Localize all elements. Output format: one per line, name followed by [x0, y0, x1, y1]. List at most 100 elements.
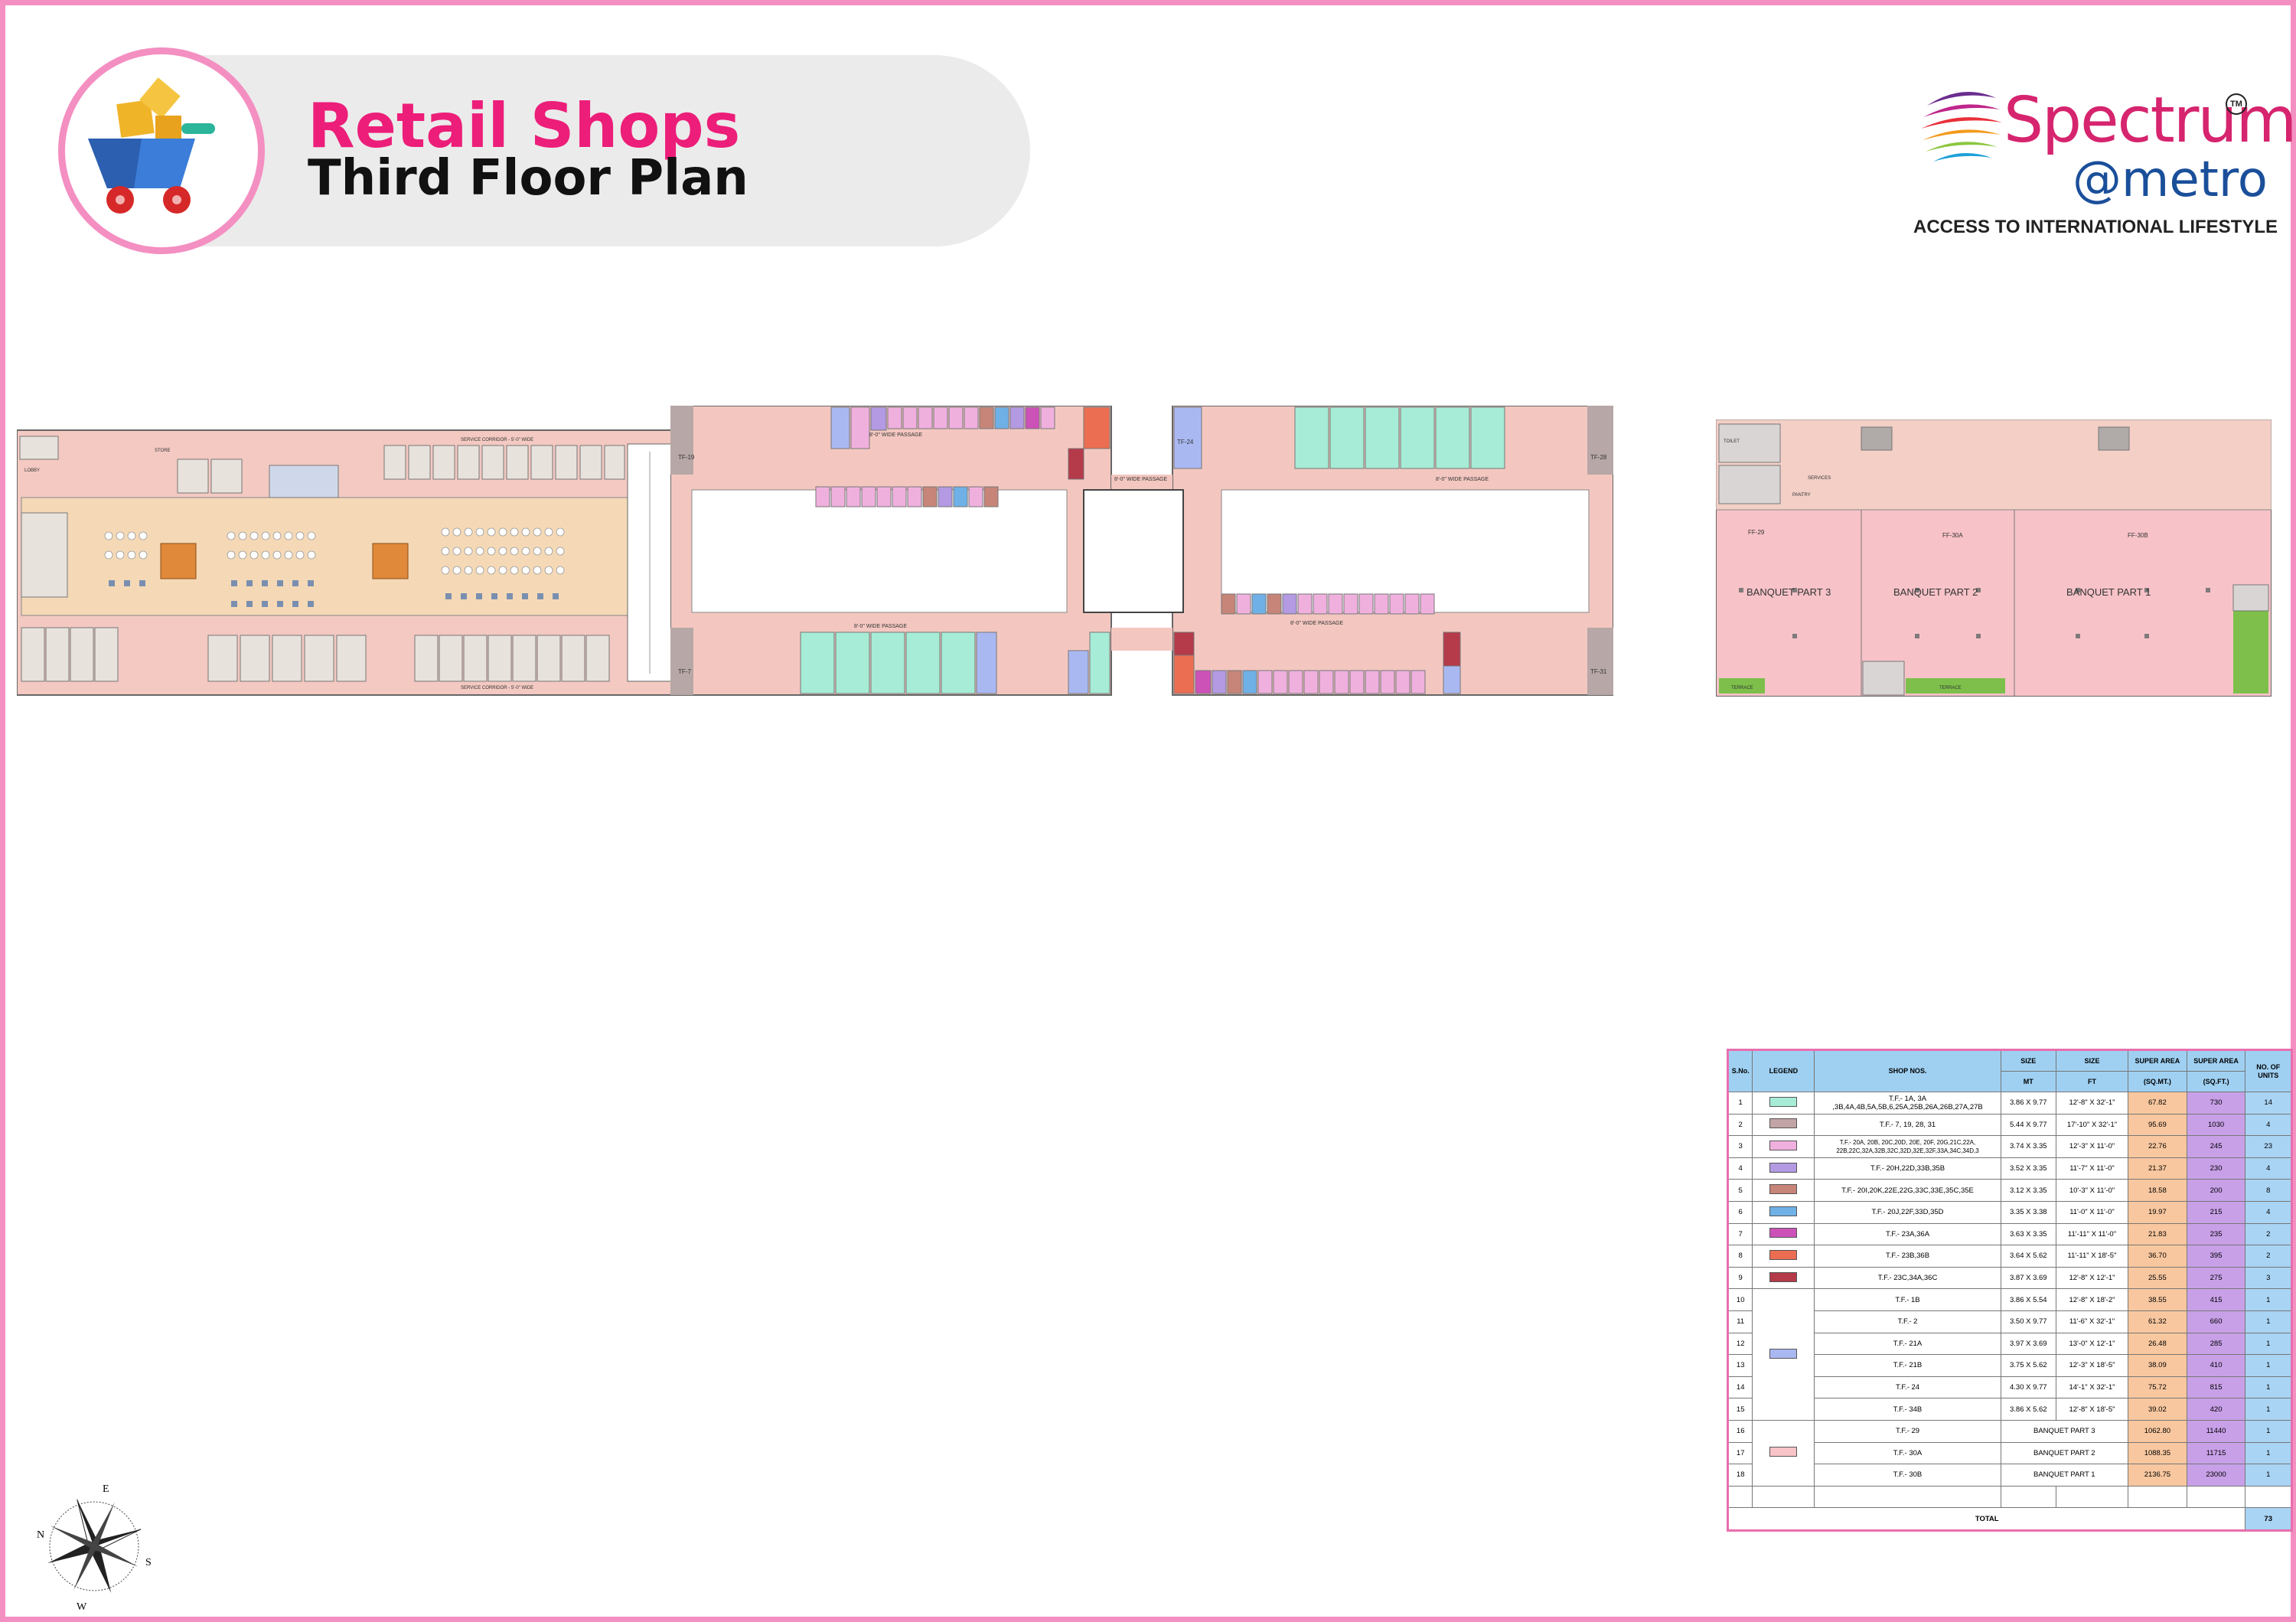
cell-shops: T.F.- 23B,36B — [1814, 1245, 2001, 1268]
cell-shops: T.F.- 21B — [1814, 1354, 2001, 1377]
cell-sqft: 11715 — [2186, 1441, 2246, 1465]
col-shops: SHOP NOS. — [1814, 1049, 2001, 1092]
cell-sno: 10 — [1727, 1288, 1753, 1311]
cell-shops: T.F.- 30A — [1814, 1441, 2001, 1465]
shopping-cart-icon — [88, 77, 215, 214]
cell-sno: 7 — [1727, 1222, 1753, 1246]
cell-sqft: 235 — [2186, 1222, 2246, 1246]
cell-sqmt: 67.82 — [2128, 1092, 2187, 1115]
compass-w: W — [77, 1601, 87, 1611]
cell-sqft: 230 — [2186, 1157, 2246, 1180]
cell-sqmt: 61.32 — [2128, 1310, 2187, 1333]
legend-swatch — [1769, 1447, 1798, 1457]
cell-legend — [1752, 1200, 1815, 1224]
floor-plan-banquet: BANQUET PART 3 BANQUET PART 2 BANQUET PA… — [1716, 419, 2272, 697]
passage-label-bottom-right: 8'-0" WIDE PASSAGE — [1290, 621, 1343, 626]
compass-e: E — [103, 1483, 109, 1495]
cell-shops: T.F.- 7, 19, 28, 31 — [1814, 1113, 2001, 1137]
page-subtitle: Third Floor Plan — [308, 150, 748, 207]
service-corridor-label: SERVICE CORRIDOR - 5'-0" WIDE — [461, 438, 533, 442]
cell-legend — [1752, 1245, 1815, 1268]
cell-size-ft: 17'-10" X 32'-1" — [2055, 1113, 2129, 1137]
cell-sno: 11 — [1727, 1310, 1753, 1333]
cell-units: 3 — [2245, 1266, 2292, 1290]
table-row: 8 T.F.- 23B,36B 3.64 X 5.62 11'-11" X 18… — [1727, 1245, 2292, 1268]
cell-size-ft: 12'-8" X 32'-1" — [2055, 1092, 2129, 1115]
passage-label-top-left: 8'-0" WIDE PASSAGE — [869, 432, 922, 438]
cell-shops: T.F.- 23C,34A,36C — [1814, 1266, 2001, 1290]
cell-sqft: 285 — [2186, 1332, 2246, 1356]
cell-sqmt: 95.69 — [2128, 1113, 2187, 1137]
cell-banquet: BANQUET PART 3 — [2000, 1419, 2129, 1443]
cell-units: 4 — [2245, 1200, 2292, 1224]
cell-sqft: 660 — [2186, 1310, 2246, 1333]
cart-logo — [58, 47, 265, 254]
lobby-label: LOBBY — [24, 468, 40, 473]
cell-sqft: 815 — [2186, 1376, 2246, 1399]
col-size-ft-unit: FT — [2055, 1071, 2129, 1092]
table-row: 5 T.F.- 20I,20K,22E,22G,33C,33E,35C,35E … — [1727, 1179, 2292, 1202]
cell-shops: T.F.- 1A, 3A ,3B,4A,4B,5A,5B,6,25A,25B,2… — [1814, 1092, 2001, 1115]
cell-sqft: 420 — [2186, 1398, 2246, 1421]
legend-swatch — [1769, 1271, 1798, 1282]
total-label: TOTAL — [1727, 1507, 2246, 1531]
cell-sqft: 275 — [2186, 1266, 2246, 1290]
cell-size-mt: 3.87 X 3.69 — [2000, 1266, 2056, 1290]
col-size-mt-unit: MT — [2000, 1071, 2056, 1092]
cell-units: 1 — [2245, 1441, 2292, 1465]
legend-swatch — [1769, 1162, 1798, 1173]
cell-legend — [1752, 1135, 1815, 1158]
cell-sqmt: 38.09 — [2128, 1354, 2187, 1377]
table-row: 9 T.F.- 23C,34A,36C 3.87 X 3.69 12'-8" X… — [1727, 1266, 2292, 1290]
table-row: 14 T.F.- 24 4.30 X 9.77 14'-1" X 32'-1" … — [1727, 1376, 2292, 1399]
cell-size-mt: 3.64 X 5.62 — [2000, 1245, 2056, 1268]
table-row: 4 T.F.- 20H,22D,33B,35B 3.52 X 3.35 11'-… — [1727, 1157, 2292, 1180]
col-size-ft: SIZE — [2055, 1049, 2129, 1072]
cell-sno: 1 — [1727, 1092, 1753, 1115]
cell-units: 2 — [2245, 1245, 2292, 1268]
total-units: 73 — [2245, 1507, 2292, 1531]
floor-plan-left-wing: SERVICE CORRIDOR - 5'-0" WIDE SERVICE CO… — [17, 429, 675, 696]
cell-size-ft: 10'-3" X 11'-0" — [2055, 1179, 2129, 1202]
ff29-label: FF-29 — [1748, 529, 1765, 536]
cell-shops: T.F.- 21A — [1814, 1332, 2001, 1356]
cell-sqmt: 39.02 — [2128, 1398, 2187, 1421]
tf24-label: TF-24 — [1177, 439, 1194, 445]
cell-sqmt: 75.72 — [2128, 1376, 2187, 1399]
cell-sno: 17 — [1727, 1441, 1753, 1465]
cell-size-mt: 3.12 X 3.35 — [2000, 1179, 2056, 1202]
cell-size-ft: 11'-11" X 18'-5" — [2055, 1245, 2129, 1268]
cell-shops: T.F.- 30B — [1814, 1464, 2001, 1487]
cell-size-mt: 3.50 X 9.77 — [2000, 1310, 2056, 1333]
terrace-label-2: TERRACE — [1939, 686, 1962, 690]
table-row: 18 T.F.- 30B BANQUET PART 1 2136.75 2300… — [1727, 1464, 2292, 1487]
legend-swatch — [1769, 1206, 1798, 1216]
cell-sno: 5 — [1727, 1179, 1753, 1202]
cell-sqft: 200 — [2186, 1179, 2246, 1202]
area-legend-table-wrap: S.No. LEGEND SHOP NOS. SIZE SIZE SUPER A… — [1727, 1049, 2293, 1532]
cell-shops: T.F.- 24 — [1814, 1376, 2001, 1399]
page-title: Retail Shops — [308, 90, 741, 162]
trademark-badge: TM — [2226, 93, 2247, 115]
floor-plan-center: 8'-0" WIDE PASSAGE 8'-0" WIDE PASSAGE 8'… — [670, 406, 1613, 696]
brand-swirl-icon — [1921, 92, 2002, 162]
legend-swatch — [1769, 1140, 1798, 1150]
cell-size-mt: 5.44 X 9.77 — [2000, 1113, 2056, 1137]
cell-units: 1 — [2245, 1354, 2292, 1377]
cell-sno: 14 — [1727, 1376, 1753, 1399]
table-row: 16 T.F.- 29 BANQUET PART 3 1062.80 11440… — [1727, 1419, 2292, 1487]
cell-sqmt: 38.55 — [2128, 1288, 2187, 1311]
cell-sno: 4 — [1727, 1157, 1753, 1180]
cell-size-mt: 4.30 X 9.77 — [2000, 1376, 2056, 1399]
legend-swatch — [1769, 1249, 1798, 1260]
table-row: 12 T.F.- 21A 3.97 X 3.69 13'-0" X 12'-1"… — [1727, 1332, 2292, 1356]
terrace-label: TERRACE — [1731, 686, 1753, 690]
cell-sqft: 215 — [2186, 1200, 2246, 1224]
cell-sno: 3 — [1727, 1135, 1753, 1158]
col-super-sqmt: SUPER AREA — [2128, 1049, 2187, 1072]
cell-size-mt: 3.63 X 3.35 — [2000, 1222, 2056, 1246]
cell-banquet: BANQUET PART 1 — [2000, 1464, 2129, 1487]
tf28-label: TF-28 — [1590, 454, 1607, 461]
cell-sqft: 11440 — [2186, 1419, 2246, 1443]
